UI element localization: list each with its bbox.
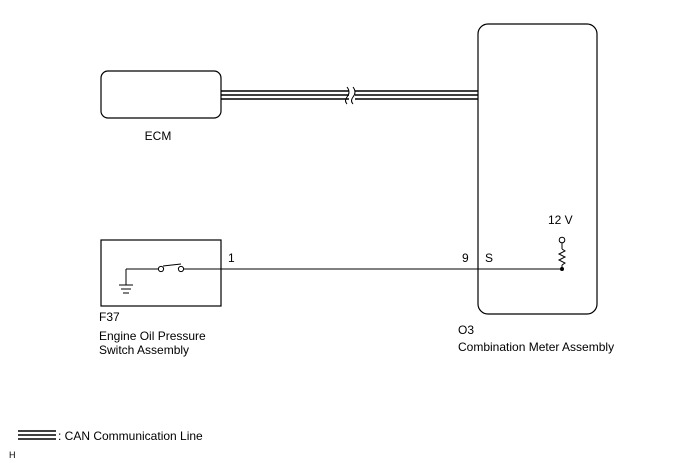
meter-pin-number: 9 xyxy=(462,251,469,265)
footer-code: H xyxy=(9,450,16,460)
power-supply-icon xyxy=(558,236,566,249)
meter-terminal-name: S xyxy=(485,251,493,265)
supply-voltage-label: 12 V xyxy=(548,213,573,227)
meter-code: O3 xyxy=(458,323,474,337)
line-break-mark xyxy=(345,86,356,105)
junction-dot xyxy=(560,267,564,271)
meter-name: Combination Meter Assembly xyxy=(458,340,614,354)
ground-icon xyxy=(119,269,133,294)
can-communication-line xyxy=(221,90,478,100)
legend-label: : CAN Communication Line xyxy=(58,429,203,443)
switch-pin-number: 1 xyxy=(228,251,235,265)
ecm-label: ECM xyxy=(145,129,172,143)
combination-meter-box xyxy=(477,23,598,315)
oil-switch-name-line2: Switch Assembly xyxy=(99,343,189,357)
switch-icon xyxy=(157,263,185,273)
oil-pressure-switch-box xyxy=(100,239,222,307)
oil-switch-code: F37 xyxy=(99,310,120,324)
ecm-box xyxy=(100,70,222,119)
legend-can-line-sample xyxy=(18,430,56,440)
oil-switch-name-line1: Engine Oil Pressure xyxy=(99,329,206,343)
resistor-icon xyxy=(557,248,567,266)
